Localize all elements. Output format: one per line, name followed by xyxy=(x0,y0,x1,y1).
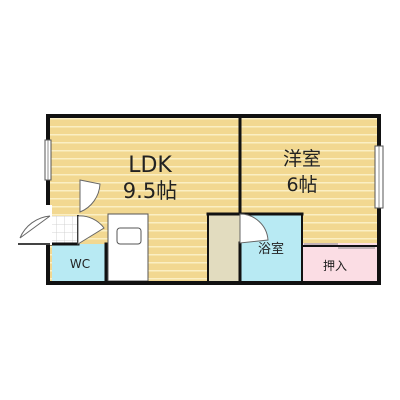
western-room-name: 洋室 xyxy=(283,148,321,170)
bath-door[interactable] xyxy=(239,213,269,244)
ldk-name: LDK xyxy=(128,153,172,178)
closet-sliding-door[interactable] xyxy=(304,243,375,249)
entrance-floor xyxy=(50,216,78,244)
entrance-door[interactable] xyxy=(18,215,51,245)
bathroom-label: 浴室 xyxy=(258,241,284,257)
western-room-size: 6帖 xyxy=(286,174,317,196)
kitchen-sink xyxy=(116,227,142,245)
wc-floor xyxy=(52,244,106,281)
storage-area xyxy=(208,214,240,281)
wc-door[interactable] xyxy=(77,215,105,245)
window-ldk xyxy=(44,139,52,181)
ldk-size: 9.5帖 xyxy=(123,179,177,203)
ldk-hall-door[interactable] xyxy=(79,179,101,213)
wc-label: WC xyxy=(70,257,90,271)
window-western xyxy=(374,145,384,209)
entrance-wall-gap xyxy=(42,205,52,245)
closet-label: 押入 xyxy=(323,259,347,273)
inner-walls xyxy=(48,114,378,285)
closet-floor xyxy=(302,243,377,281)
kitchen-counter xyxy=(107,213,149,282)
